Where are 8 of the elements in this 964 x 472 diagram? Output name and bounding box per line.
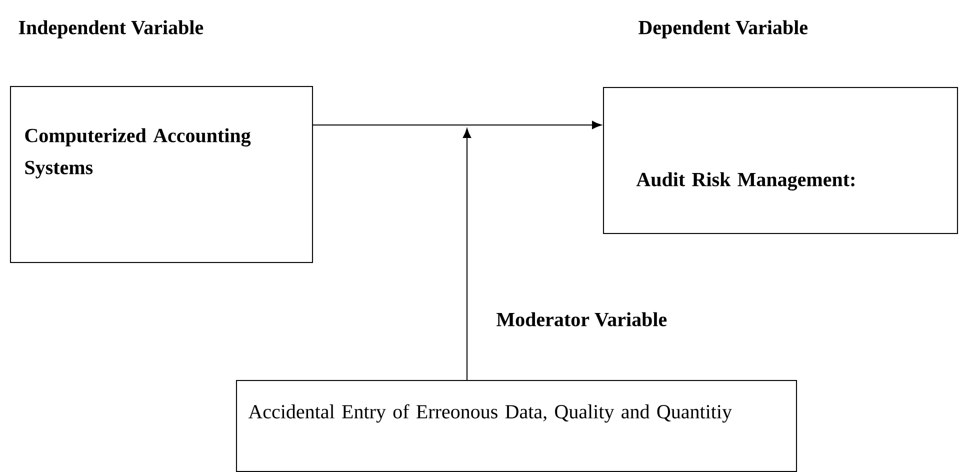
box-text: Audit Risk Management: [636, 172, 854, 190]
variable-heading: Independent Variable [18, 20, 204, 38]
arrow [312, 120, 602, 130]
arrow [462, 128, 472, 380]
box-text: Computerized Accounting Systems [25, 128, 251, 178]
box-text: Accidental Entry of Erreonous Data, Quality and Quantitiy [248, 404, 732, 423]
variable-heading: Moderator Variable [496, 312, 667, 326]
variable-heading: Dependent Variable [638, 20, 808, 38]
